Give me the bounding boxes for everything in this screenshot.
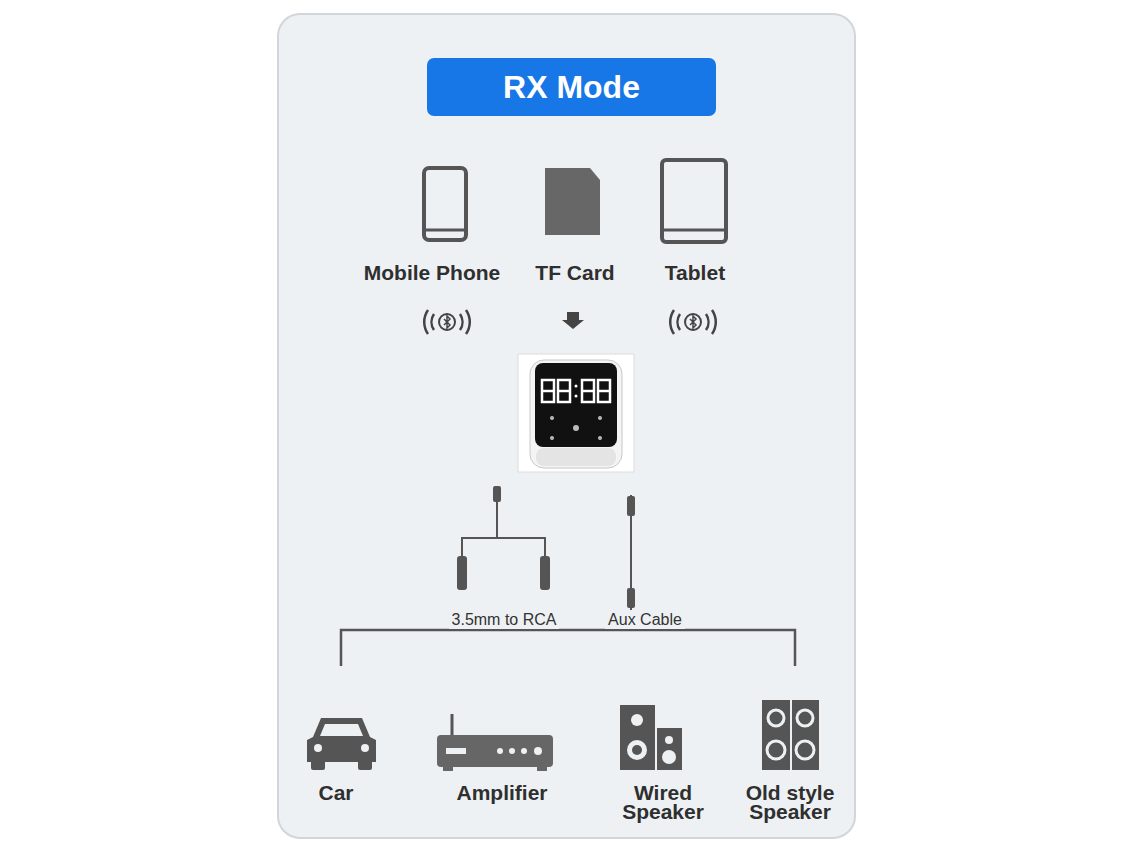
device-screen [535,363,617,447]
aux-plug [627,588,635,608]
tablet-icon [662,229,726,232]
car-icon [307,718,376,770]
item-label: Car [318,783,353,802]
wired-speaker-icon [620,705,682,770]
device-frame [518,354,634,472]
cable-label: Aux Cable [605,611,685,629]
title: RX Mode [503,68,640,106]
device-digits [542,380,610,402]
rca-cable [462,500,545,556]
output-item: Old style Speaker [740,783,840,821]
amplifier-icon [437,714,553,771]
device-buttons [550,416,602,440]
device-body [530,360,622,468]
title-banner [427,58,716,116]
device-base [536,448,616,466]
item-label: Mobile Phone [364,263,501,282]
output-item: Amplifier [456,783,547,802]
rca-cable [493,486,501,502]
item-label: Amplifier [456,783,547,802]
output-item: Wired Speaker [613,783,713,821]
cable-label: 3.5mm to RCA [449,611,560,629]
item-label: Old style Speaker [740,783,840,821]
rca-plug [457,556,467,590]
phone-icon [424,168,466,240]
old-speaker-icon [762,700,819,770]
bracket [341,630,795,666]
phone-icon [424,229,466,232]
tablet-icon [662,160,726,242]
item-label: Wired Speaker [613,783,713,821]
item-label: Tablet [665,263,725,282]
source-item: TF Card [535,263,614,282]
source-item: Tablet [665,263,725,282]
panel [278,14,855,838]
item-label: TF Card [535,263,614,282]
tf-card-icon [545,168,600,235]
bluetooth-symbol [424,310,470,334]
output-item: Car [318,783,353,802]
rca-plug [540,556,550,590]
bluetooth-symbol [670,310,716,334]
aux-plug [627,496,635,516]
source-item: Mobile Phone [364,263,501,282]
down-arrow [562,312,584,329]
